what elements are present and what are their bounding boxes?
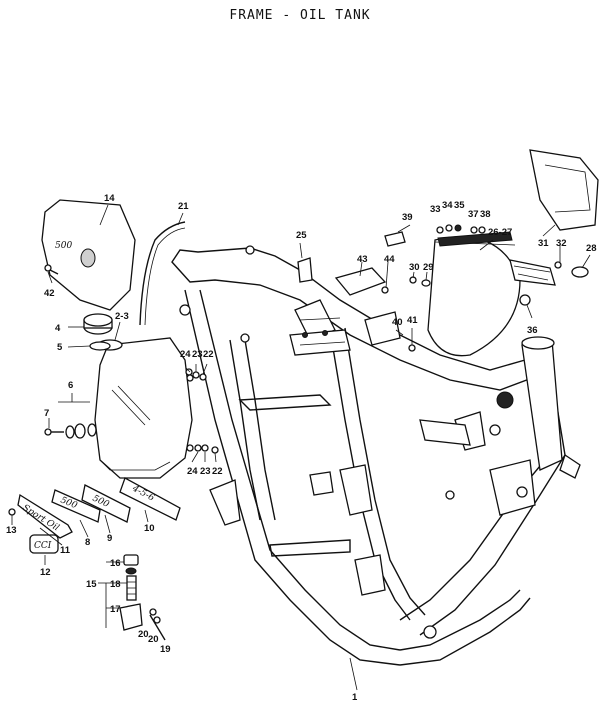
svg-text:CCI: CCI bbox=[34, 541, 52, 551]
bolt-32[interactable] bbox=[554, 261, 562, 269]
emblem-badge-12[interactable]: CCI bbox=[29, 534, 59, 554]
callout-38: 38 bbox=[480, 209, 491, 220]
callout-18: 18 bbox=[110, 579, 121, 590]
side-panel-31[interactable] bbox=[529, 149, 599, 231]
callout-34: 34 bbox=[442, 200, 453, 211]
callout-22a: 22 bbox=[203, 349, 214, 360]
emblem-badge-8[interactable]: 500 bbox=[51, 489, 101, 523]
leader-lines bbox=[11, 204, 591, 691]
callout-42: 42 bbox=[44, 288, 55, 299]
callout-12: 12 bbox=[40, 567, 51, 578]
callout-20a: 20 bbox=[138, 629, 149, 640]
callout-1: 1 bbox=[352, 692, 358, 703]
callout-29: 29 bbox=[423, 262, 434, 273]
callout-23a: 23 bbox=[192, 349, 203, 360]
footrest-bracket[interactable] bbox=[509, 259, 556, 286]
callout-20b: 20 bbox=[148, 634, 159, 645]
tool-tray-lid[interactable] bbox=[334, 267, 387, 296]
callout-36: 36 bbox=[527, 325, 538, 336]
callout-37: 37 bbox=[468, 209, 479, 220]
callout-40: 40 bbox=[392, 317, 403, 328]
callout-11: 11 bbox=[60, 545, 71, 556]
tank-cap[interactable] bbox=[83, 313, 113, 335]
callout-8: 8 bbox=[85, 537, 90, 548]
callout-32: 32 bbox=[556, 238, 567, 249]
callout-22b: 22 bbox=[212, 466, 223, 477]
tool-box-cover[interactable] bbox=[427, 231, 521, 357]
screws-37-38[interactable] bbox=[470, 226, 486, 234]
screws-33-35[interactable] bbox=[436, 224, 462, 234]
grommet-44[interactable] bbox=[381, 286, 389, 294]
callout-2-3: 2-3 bbox=[115, 311, 129, 322]
emblem-badge-9[interactable]: 500 bbox=[81, 484, 131, 523]
page-title: FRAME - OIL TANK bbox=[229, 8, 371, 23]
oil-tank[interactable] bbox=[94, 337, 194, 479]
callout-19: 19 bbox=[160, 644, 171, 655]
callout-31: 31 bbox=[538, 238, 549, 249]
callout-30: 30 bbox=[409, 262, 420, 273]
mount-bolt-set[interactable] bbox=[44, 423, 97, 439]
oil-hose[interactable] bbox=[139, 221, 186, 326]
callout-24a: 24 bbox=[180, 349, 191, 360]
callout-17: 17 bbox=[110, 604, 121, 615]
callout-14: 14 bbox=[104, 193, 115, 204]
callout-5: 5 bbox=[57, 342, 63, 353]
main-frame[interactable] bbox=[171, 245, 581, 666]
mount-bolts-lower[interactable] bbox=[194, 444, 219, 454]
callout-41: 41 bbox=[407, 315, 418, 326]
tank-cap-gasket[interactable] bbox=[89, 341, 111, 351]
spacer-29[interactable] bbox=[421, 279, 431, 287]
callout-7: 7 bbox=[44, 408, 49, 419]
callout-44: 44 bbox=[384, 254, 395, 265]
side-cover[interactable]: 500 bbox=[41, 199, 136, 311]
bolt-36[interactable] bbox=[519, 294, 531, 306]
callout-21: 21 bbox=[178, 201, 189, 212]
side-cover-badge: 500 bbox=[55, 241, 72, 251]
cable-clip[interactable] bbox=[297, 257, 313, 283]
fuel-cock-set[interactable] bbox=[119, 554, 166, 641]
rubber-39[interactable] bbox=[384, 231, 406, 247]
callout-26-27: 26-27 bbox=[488, 227, 512, 238]
emblem-screw-13[interactable] bbox=[8, 508, 16, 516]
bolt-41[interactable] bbox=[408, 344, 416, 352]
callout-35: 35 bbox=[454, 200, 465, 211]
tray-bracket-40[interactable] bbox=[364, 311, 401, 346]
callout-39: 39 bbox=[402, 212, 413, 223]
callout-28: 28 bbox=[586, 243, 597, 254]
callout-10: 10 bbox=[144, 523, 155, 534]
callout-9: 9 bbox=[107, 533, 112, 544]
callout-25: 25 bbox=[296, 230, 307, 241]
callout-24b: 24 bbox=[187, 466, 198, 477]
callout-13: 13 bbox=[6, 525, 17, 536]
callout-15: 15 bbox=[86, 579, 97, 590]
side-cover-screw[interactable] bbox=[44, 264, 59, 275]
callout-labels: 1 2-3 4 5 6 7 8 9 10 11 12 13 14 15 16 1… bbox=[6, 193, 597, 703]
callout-16: 16 bbox=[110, 558, 121, 569]
callout-6: 6 bbox=[68, 380, 73, 391]
callout-4: 4 bbox=[55, 323, 61, 334]
mount-bolts-upper[interactable] bbox=[185, 368, 207, 381]
callout-43: 43 bbox=[357, 254, 368, 265]
knob-28[interactable] bbox=[571, 266, 589, 278]
callout-33: 33 bbox=[430, 204, 441, 215]
callout-23b: 23 bbox=[200, 466, 211, 477]
